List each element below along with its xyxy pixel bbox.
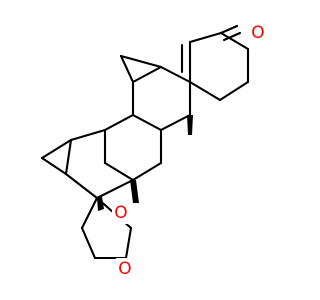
methyl-wedge-bond (187, 115, 193, 135)
methyl-wedge-bond (130, 180, 139, 203)
bond (103, 113, 135, 132)
molecule-structure: O O O (40, 22, 267, 280)
bond (131, 161, 163, 182)
bond (64, 172, 99, 200)
bond (80, 226, 97, 260)
ketone-oxygen-atom: O (249, 22, 267, 44)
stereo-wedges (97, 115, 193, 211)
bond (95, 178, 135, 200)
bond (103, 161, 135, 182)
bond (159, 65, 192, 84)
bond (219, 31, 250, 51)
bond (218, 80, 250, 102)
bond (119, 54, 135, 84)
bond (119, 54, 163, 69)
lactone-carbonyl-oxygen-label: O (118, 259, 131, 279)
spiro-wedge-bond (97, 197, 104, 211)
bond (40, 138, 73, 160)
bond (40, 156, 68, 176)
bond (131, 113, 163, 132)
bond (69, 128, 107, 142)
bond (80, 196, 99, 230)
ring-oxygen-atom: O (112, 202, 130, 224)
bond (124, 226, 133, 260)
bond (159, 113, 192, 132)
bond (219, 24, 239, 35)
bond-network (40, 24, 250, 273)
bond (64, 138, 73, 176)
ketone-oxygen-label: O (251, 23, 264, 43)
bond (188, 31, 223, 44)
ring-oxygen-label: O (114, 203, 127, 223)
lactone-carbonyl-oxygen-atom: O (116, 258, 134, 280)
bond (188, 80, 222, 102)
bond (222, 31, 242, 42)
bond (131, 65, 163, 84)
